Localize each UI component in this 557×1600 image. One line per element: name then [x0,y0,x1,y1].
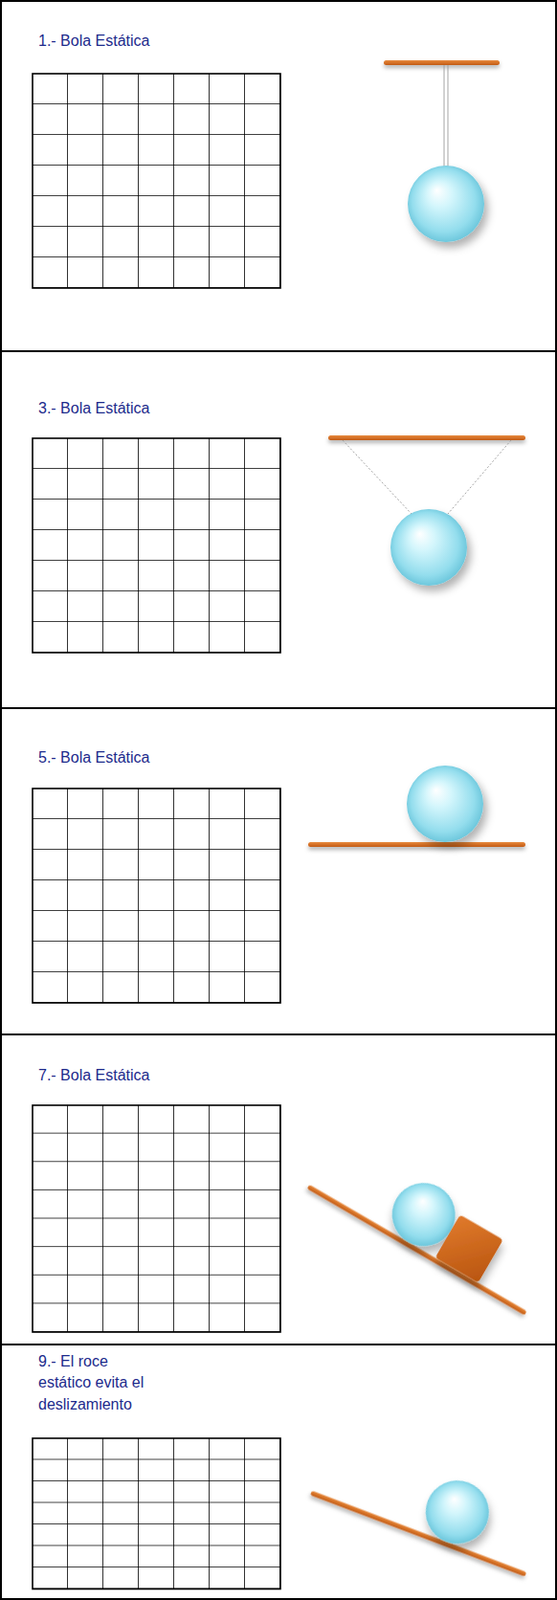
string [342,440,412,514]
panel-heading: 9.- El roce estático evita el deslizamie… [38,1351,158,1416]
grid-cells [32,1105,281,1333]
grid [32,1438,281,1590]
ceiling-bar [383,60,500,66]
string [447,440,512,514]
ball [407,165,485,243]
grid-cells [32,788,281,1003]
grid [32,73,281,289]
block [435,1214,504,1283]
ball [416,1471,498,1554]
grid-cells [32,1438,281,1590]
grid-cells [32,73,281,289]
grid [32,788,281,1003]
panel-heading: 5.- Bola Estática [38,747,151,769]
floor-bar [308,842,526,847]
string [447,65,449,168]
panel-box: 1.- Bola Estática [0,0,557,353]
incline [310,1491,527,1578]
ball [406,765,484,843]
panel-box: 7.- Bola Estática [0,1033,557,1346]
panel-box: 5.- Bola Estática [0,707,557,1036]
ball [390,509,468,586]
panel-box: 3.- Bola Estática [0,350,557,710]
panel-heading: 7.- Bola Estática [38,1065,151,1087]
grid [32,438,281,653]
incline-scene [307,1130,557,1316]
panel-box: 9.- El roce estático evita el deslizamie… [0,1343,557,1600]
grid [32,1105,281,1333]
incline-scene [310,1431,550,1578]
panel-heading: 1.- Bola Estática [38,30,151,52]
ceiling-bar [328,435,526,441]
grid-cells [32,438,281,653]
string [444,65,446,168]
panel-heading: 3.- Bola Estática [38,398,151,420]
